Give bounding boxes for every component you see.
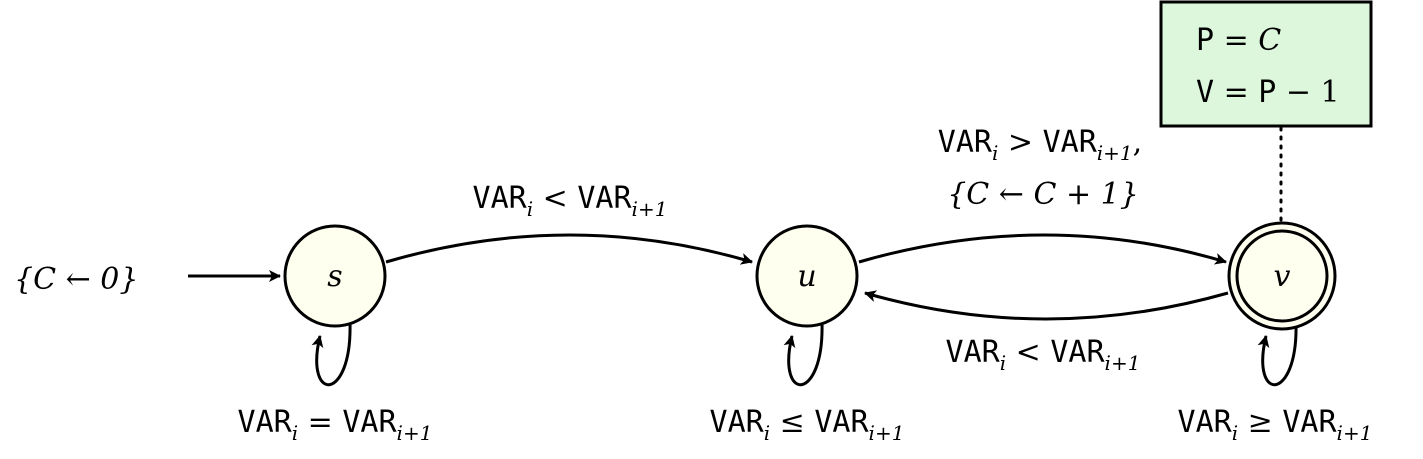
output-line-2: V = P − 1 xyxy=(1196,75,1340,110)
label-v-v: VARi ≥ VARi+1 xyxy=(1178,405,1373,445)
edge-s-u xyxy=(385,233,753,265)
loop-v xyxy=(1257,322,1298,387)
output-box: P = C V = P − 1 xyxy=(1159,0,1373,128)
state-v-label: v xyxy=(1274,259,1291,294)
state-s-label: s xyxy=(327,259,342,294)
state-u-label: u xyxy=(797,259,816,294)
edge-v-u xyxy=(864,290,1229,321)
label-u-v-update: {C ← C + 1} xyxy=(947,177,1139,212)
state-v: v xyxy=(1227,221,1337,331)
edge-u-v xyxy=(858,233,1227,265)
loop-u xyxy=(783,322,824,387)
state-s: s xyxy=(283,224,387,328)
loop-s xyxy=(311,322,352,387)
label-u-v: VARi > VARi+1, xyxy=(938,125,1142,165)
label-u-u: VARi ≤ VARi+1 xyxy=(710,405,905,445)
label-s-s: VARi = VARi+1 xyxy=(238,405,433,445)
state-u: u xyxy=(755,224,859,328)
label-s-u: VARi < VARi+1 xyxy=(473,181,668,221)
label-v-u: VARi < VARi+1 xyxy=(946,335,1141,375)
init-label: {C ← 0} xyxy=(14,262,138,297)
output-line-1: P = C xyxy=(1196,23,1281,58)
